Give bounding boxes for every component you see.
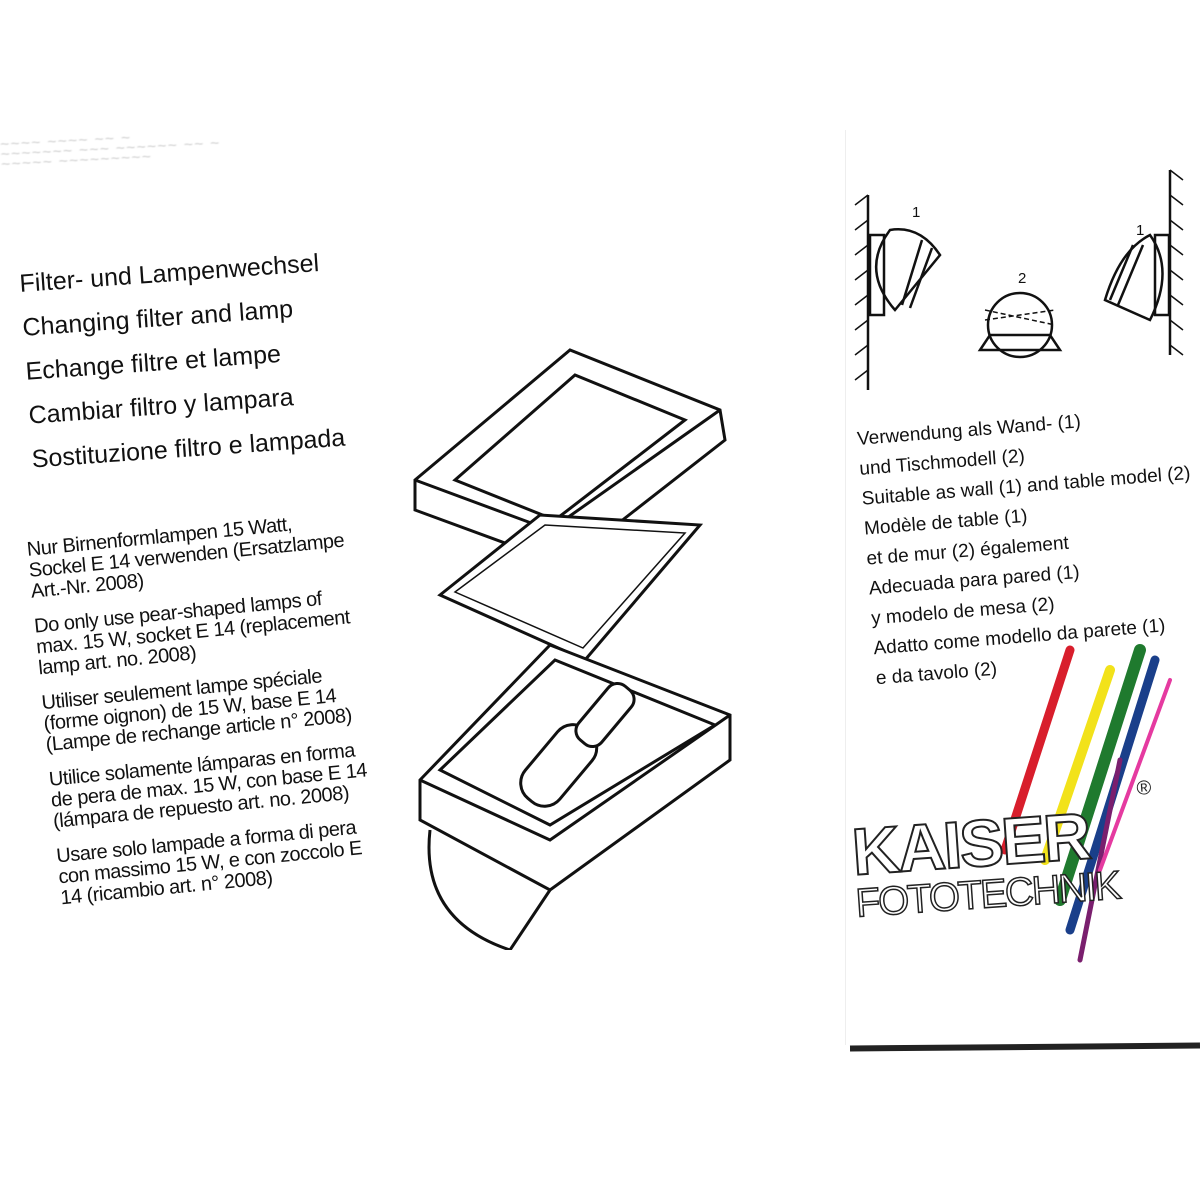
- kaiser-logo: KAISER FOTOTECHNIK ®: [849, 777, 1152, 927]
- lamp-housing-drawing: [418, 643, 732, 950]
- label-table: 2: [1018, 270, 1026, 287]
- wall-mount-right: [1103, 169, 1184, 356]
- brush-pink: [1098, 678, 1172, 872]
- brush-yellow: [1040, 665, 1115, 865]
- faded-background-text: ~~~~ ~~~~ ~~ ~~~~~~~~ ~~~ ~~~~~~ ~~ ~~~~…: [0, 132, 221, 171]
- label-wall-left: 1: [912, 204, 920, 221]
- brush-green: [1054, 644, 1146, 906]
- brush-strokes-logo-art: [1000, 644, 1172, 963]
- lamp-exploded-illustration: [413, 348, 732, 950]
- instructions-block: Nur Birnenformlampen 15 Watt, Sockel E 1…: [26, 509, 381, 923]
- label-wall-right: 1: [1136, 222, 1144, 239]
- instruction-it: Usare solo lampade a forma di pera con m…: [55, 816, 363, 910]
- wall-mount-left: [854, 194, 942, 390]
- brush-purple: [1077, 757, 1123, 963]
- mounting-diagram: 1 2 1: [854, 169, 1184, 390]
- heading-block: Filter- und Lampenwechsel Changing filte…: [18, 240, 347, 481]
- table-mount: [977, 291, 1063, 359]
- registered-mark: ®: [1135, 776, 1153, 800]
- box-bottom-edge: [849, 1042, 1200, 1052]
- brush-red: [1000, 645, 1075, 855]
- instruction-es: Utilice solamente lámparas en forma de p…: [48, 739, 368, 833]
- instruction-de: Nur Birnenformlampen 15 Watt, Sockel E 1…: [25, 513, 346, 603]
- filter-glass-drawing: [437, 513, 704, 662]
- panel-fold: [845, 130, 846, 1045]
